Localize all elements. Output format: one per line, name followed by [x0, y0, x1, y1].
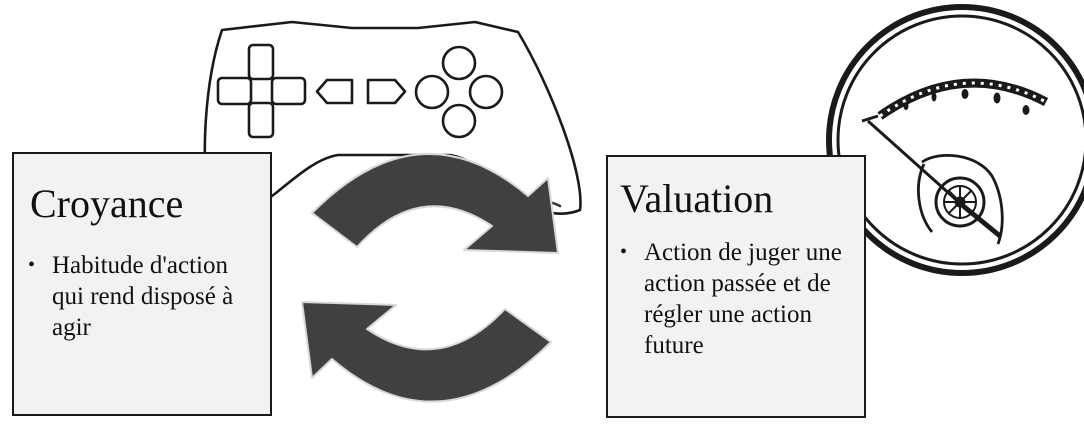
- valuation-bullet-text: Action de juger une action passée et de …: [644, 239, 842, 359]
- belief-box: Croyance • Habitude d'action qui rend di…: [12, 152, 272, 416]
- top-cycle-arrow: [311, 152, 559, 254]
- valuation-title: Valuation: [620, 176, 774, 221]
- belief-bullet-text: Habitude d'action qui rend disposé à agi…: [52, 252, 234, 341]
- valuation-bullet: • Action de juger une action passée et d…: [620, 237, 850, 361]
- bullet-dot: •: [28, 254, 36, 276]
- bottom-cycle-arrow: [301, 301, 552, 403]
- belief-title: Croyance: [30, 181, 184, 226]
- belief-bullet: • Habitude d'action qui rend disposé à a…: [28, 250, 258, 343]
- bullet-dot: •: [620, 241, 628, 263]
- valuation-box: Valuation • Action de juger une action p…: [606, 155, 866, 418]
